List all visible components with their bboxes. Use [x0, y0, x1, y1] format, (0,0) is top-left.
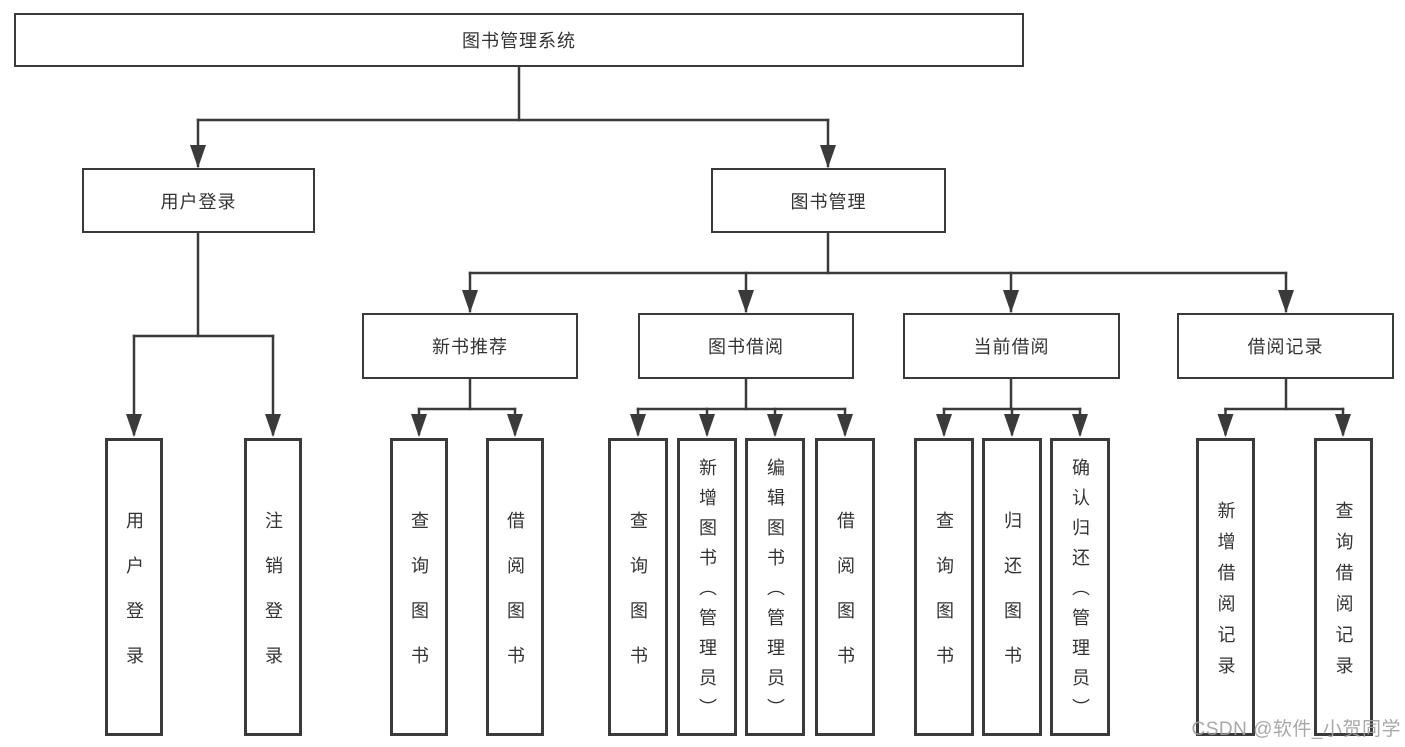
arrowhead-icon	[265, 414, 281, 437]
node-label: 查询借阅记录	[1333, 500, 1354, 687]
node-label: 编辑图书（管理员）	[765, 458, 785, 728]
node-label: 用户登录	[124, 510, 144, 691]
node-borrow-books-recommend: 借阅图书	[486, 438, 544, 736]
arrowhead-icon	[936, 414, 952, 437]
node-query-books-current: 查询图书	[914, 438, 974, 736]
arrowhead-icon	[630, 414, 646, 437]
node-label: 查询图书	[628, 510, 648, 691]
node-query-books-borrowing: 查询图书	[608, 438, 668, 736]
arrowhead-icon	[1217, 414, 1234, 437]
node-user-login: 用户登录	[82, 168, 315, 233]
node-label: 借阅图书	[835, 510, 855, 691]
arrowhead-icon	[190, 145, 206, 168]
node-logout-leaf: 注销登录	[244, 438, 302, 736]
node-current-borrowing: 当前借阅	[903, 313, 1120, 379]
node-edit-books-admin: 编辑图书（管理员）	[745, 438, 805, 736]
node-root: 图书管理系统	[14, 13, 1024, 67]
node-query-books-recommend: 查询图书	[390, 438, 448, 736]
arrowhead-icon	[411, 414, 427, 437]
node-label: 查询图书	[934, 510, 954, 691]
node-new-book-recommend: 新书推荐	[362, 313, 578, 379]
arrowhead-icon	[820, 145, 836, 168]
node-label: 新书推荐	[432, 337, 508, 357]
arrowhead-icon	[507, 414, 523, 437]
arrowhead-icon	[738, 290, 754, 313]
node-borrowing-records: 借阅记录	[1177, 313, 1394, 379]
arrowhead-icon	[1004, 414, 1020, 437]
node-label: 查询图书	[409, 510, 429, 691]
node-book-borrowing: 图书借阅	[638, 313, 854, 379]
node-label: 当前借阅	[973, 337, 1050, 357]
arrowhead-icon	[767, 414, 783, 437]
node-label: 图书管理系统	[462, 31, 576, 51]
arrowhead-icon	[837, 414, 853, 437]
node-label: 新增借阅记录	[1215, 500, 1236, 687]
node-label: 借阅图书	[505, 510, 525, 691]
node-book-management: 图书管理	[711, 168, 946, 233]
arrowhead-icon	[699, 414, 715, 437]
arrowhead-icon	[1335, 414, 1351, 437]
arrowhead-icon	[126, 414, 142, 437]
arrowhead-icon	[1003, 290, 1019, 313]
node-label: 图书借阅	[708, 337, 784, 357]
node-label: 确认归还（管理员）	[1070, 458, 1090, 728]
node-label: 借阅记录	[1247, 337, 1324, 357]
node-label: 注销登录	[263, 510, 283, 691]
node-label: 图书管理	[790, 191, 867, 212]
node-label: 用户登录	[160, 191, 237, 212]
node-query-borrow-record: 查询借阅记录	[1314, 438, 1373, 736]
node-add-borrow-record: 新增借阅记录	[1196, 438, 1255, 736]
node-label: 新增图书（管理员）	[697, 458, 717, 728]
node-borrow-books-borrowing: 借阅图书	[815, 438, 875, 736]
node-return-books: 归还图书	[982, 438, 1042, 736]
node-confirm-return-admin: 确认归还（管理员）	[1050, 438, 1110, 736]
arrowhead-icon	[1278, 290, 1294, 313]
node-user-login-leaf: 用户登录	[105, 438, 163, 736]
node-label: 归还图书	[1002, 510, 1022, 691]
arrowhead-icon	[1072, 414, 1088, 437]
node-add-books-admin: 新增图书（管理员）	[677, 438, 737, 736]
arrowhead-icon	[462, 290, 478, 313]
